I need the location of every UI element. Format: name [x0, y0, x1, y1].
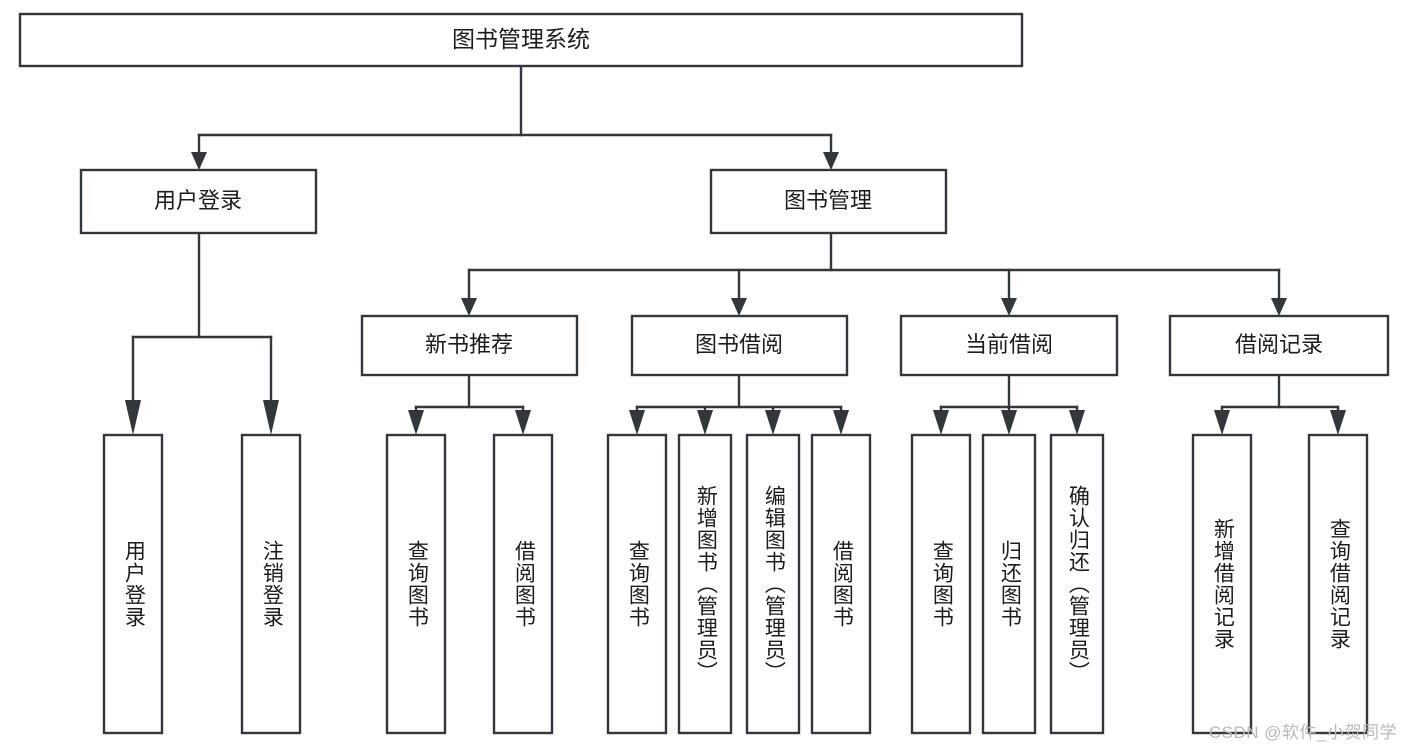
node-borrow-record-label: 借阅记录: [1235, 332, 1323, 357]
node-book-borrow[interactable]: 图书借阅: [630, 314, 849, 377]
node-user-login[interactable]: 用户登录: [79, 168, 318, 235]
node-leaf-user-login[interactable]: [102, 433, 164, 735]
watermark: CSDN @软件_小贺同学: [1208, 723, 1397, 742]
node-leaf-bb-query-book[interactable]: [606, 433, 668, 735]
node-leaf-br-add-record[interactable]: [1191, 433, 1253, 735]
node-leaf-br-query-record[interactable]: [1307, 433, 1369, 735]
connector-root-to-level2: [191, 64, 839, 170]
connector-bookmanage-to-level3: [461, 231, 1287, 316]
node-user-login-label: 用户登录: [154, 188, 242, 213]
node-current-borrow-label: 当前借阅: [965, 332, 1053, 357]
node-leaf-bb-edit-book[interactable]: [745, 433, 801, 735]
node-borrow-record[interactable]: 借阅记录: [1168, 314, 1390, 377]
connector-userlogin-to-leaves: [125, 231, 279, 435]
node-new-book-rec-label: 新书推荐: [425, 332, 513, 357]
connector-newbook-to-leaves: [408, 373, 531, 435]
node-leaf-cb-query-book[interactable]: [910, 433, 972, 735]
node-leaf-rec-borrow-book[interactable]: [492, 433, 554, 735]
node-root[interactable]: 图书管理系统: [18, 12, 1024, 68]
node-root-label: 图书管理系统: [452, 26, 590, 52]
node-leaf-bb-borrow-book[interactable]: [810, 433, 872, 735]
connector-bookborrow-to-leaves: [629, 373, 849, 435]
node-book-manage-label: 图书管理: [784, 188, 872, 213]
node-leaf-rec-query-book[interactable]: [385, 433, 447, 735]
connector-currentborrow-to-leaves: [933, 373, 1085, 435]
node-book-borrow-label: 图书借阅: [695, 332, 783, 357]
node-leaf-user-logout[interactable]: [240, 433, 302, 735]
node-leaf-bb-add-book[interactable]: [677, 433, 733, 735]
node-current-borrow[interactable]: 当前借阅: [899, 314, 1119, 377]
connector-borrowrecord-to-leaves: [1214, 373, 1346, 435]
node-new-book-rec[interactable]: 新书推荐: [360, 314, 579, 377]
node-leaf-cb-confirm-return[interactable]: [1049, 433, 1105, 735]
node-book-manage[interactable]: 图书管理: [709, 168, 948, 235]
node-leaf-cb-return-book[interactable]: [981, 433, 1037, 735]
